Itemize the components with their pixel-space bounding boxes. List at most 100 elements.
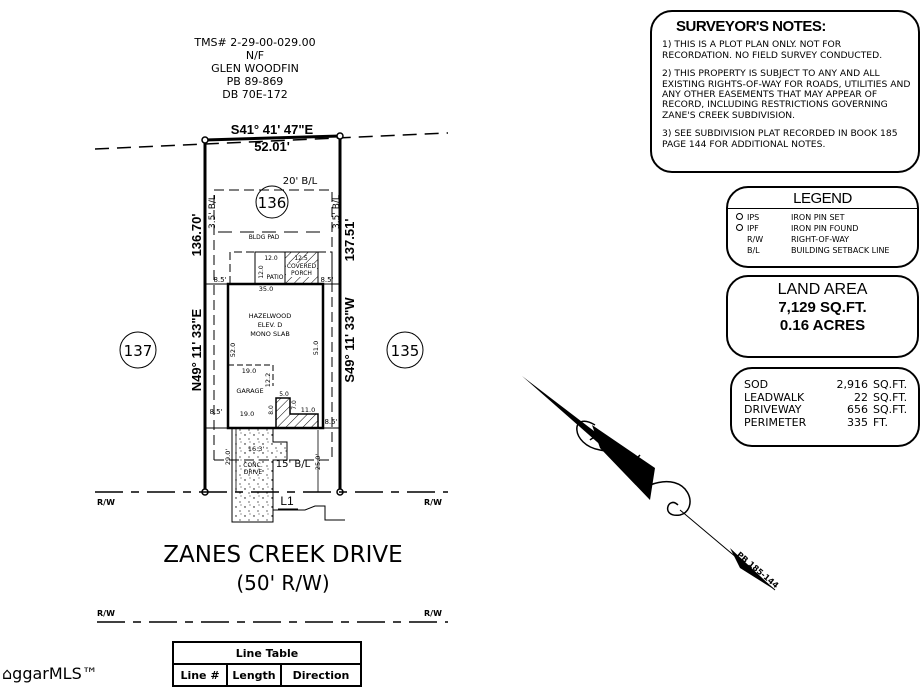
rear-extension-line: [94, 132, 449, 150]
side-offset-upper-left: 8.5': [213, 276, 226, 284]
neighbor-lot-circle: [386, 331, 424, 369]
road-name: ZANES CREEK DRIVE: [163, 542, 402, 568]
neighbor-lot-circle: [119, 331, 157, 369]
line-table: Line Table Line # Length Direction: [172, 641, 362, 687]
house-logo-icon: ⌂: [2, 664, 13, 683]
legend-desc: RIGHT-OF-WAY: [791, 235, 850, 244]
iron-pin-icon: [336, 132, 344, 140]
rear-bearing: S41° 41' 47"E: [231, 122, 314, 137]
watermark-text: ggarMLS™: [12, 664, 98, 683]
north-arrow-scroll: [576, 420, 610, 452]
land-area-box: LAND AREA 7,129 SQ.FT. 0.16 ACRES: [726, 275, 919, 358]
area-unit: FT.: [873, 415, 889, 429]
garage-depth: 12.2: [264, 373, 272, 387]
left-setback-label: 3.5' B/L: [208, 195, 218, 229]
rw-label-right-far: R/W: [424, 609, 442, 618]
rw-label-left: R/W: [97, 498, 115, 507]
line-table-header: Direction: [280, 663, 362, 687]
surveyor-note: 3) SEE SUBDIVISION PLAT RECORDED IN BOOK…: [662, 128, 898, 150]
line-table-title: Line Table: [172, 641, 362, 665]
deed-book: DB 70E-172: [222, 88, 287, 101]
stoop-width: 5.0: [279, 391, 289, 398]
line-l1-label: L1: [280, 494, 294, 508]
setback-lines: [213, 189, 333, 460]
land-area-acres: 0.16 ACRES: [779, 317, 866, 334]
rear-lot-line: [204, 134, 341, 142]
legend-desc: BUILDING SETBACK LINE: [791, 246, 890, 255]
house-offset: 11.0: [301, 406, 315, 414]
house-depth-right: 51.0: [312, 341, 320, 355]
patio-width: 12.0: [264, 255, 278, 262]
iron-pin-found-icon: [736, 224, 743, 231]
plat-reference: PB 185-144: [735, 550, 781, 590]
drive-label-box: CONC. DRIVE: [243, 462, 263, 476]
area-value: 22: [854, 390, 868, 404]
garage-width-bottom: 19.0: [240, 410, 254, 418]
line-table-header: Length: [226, 663, 282, 687]
north-arrow-scroll: [649, 480, 691, 516]
owner-block: TMS# 2-29-00-029.00 N/F GLEN WOODFIN PB …: [193, 36, 315, 101]
left-length: 136.70': [189, 214, 204, 257]
north-arrow-body: [592, 425, 655, 500]
area-row: PERIMETER 335 FT.: [744, 415, 910, 430]
area-label: DRIVEWAY: [744, 403, 802, 416]
north-arrow-scroll: [630, 454, 646, 477]
legend-abbr: IPF: [747, 224, 759, 233]
drive-label: CONC. DRIVE: [243, 462, 263, 476]
land-area-sqft: 7,129 SQ.FT.: [778, 299, 867, 316]
neighbor-lot-left: 137: [124, 342, 153, 360]
iron-pin-set-icon: [736, 213, 743, 220]
area-value: 656: [847, 403, 868, 416]
surveyor-note: 2) THIS PROPERTY IS SUBJECT TO ANY AND A…: [662, 68, 911, 121]
bldg-pad-label: BLDG PAD: [249, 234, 280, 241]
lot-number: 136: [258, 194, 287, 212]
north-arrow-tail-fill: [730, 548, 775, 590]
nf-label: N/F: [246, 49, 264, 62]
legend-abbr: R/W: [747, 235, 764, 244]
concrete-driveway: [231, 427, 288, 523]
surveyor-note: 1) THIS IS A PLOT PLAN ONLY. NOT FOR REC…: [662, 39, 883, 61]
legend-title: LEGEND: [728, 188, 917, 209]
right-setback-label: 3.5' B/L: [332, 195, 342, 229]
side-offset-upper-right: 8.5': [320, 276, 333, 284]
patio-depth: 12.0: [258, 265, 265, 279]
area-value: 335: [847, 415, 868, 429]
patio-label: PATIO: [266, 274, 283, 281]
area-label: LEADWALK: [744, 390, 805, 404]
land-area-title: LAND AREA: [777, 281, 868, 298]
rear-setback-label: 20' B/L: [283, 176, 318, 187]
surveyors-notes-title: SURVEYOR'S NOTES:: [676, 18, 826, 35]
side-offset-lower-left: 8.5': [209, 408, 222, 416]
rw-label-left-far: R/W: [97, 609, 115, 618]
line-table-header: Line #: [172, 663, 228, 687]
rw-label-right: R/W: [424, 498, 442, 507]
legend-item: B/L BUILDING SETBACK LINE: [734, 245, 891, 256]
owner-name: GLEN WOODFIN: [211, 62, 299, 75]
legend-desc: IRON PIN SET: [791, 213, 845, 222]
porch-label-box: COVERED PORCH: [286, 263, 317, 277]
legend-abbr: B/L: [747, 246, 760, 255]
garage-width-top: 19.0: [242, 367, 256, 375]
drive-width: 16.3': [248, 445, 264, 453]
house-width: 35.0: [259, 285, 273, 293]
road-rw-width: (50' R/W): [236, 571, 329, 595]
side-offset-lower-right: 8.5': [324, 418, 337, 426]
neighbor-lot-right: 135: [391, 342, 420, 360]
pad-outline: [229, 251, 333, 284]
porch-width: 12.5: [294, 255, 308, 262]
area-row: LEADWALK 22 SQ.FT.: [744, 390, 910, 405]
area-label: PERIMETER: [744, 415, 807, 429]
drive-setback-left: 29.0': [224, 449, 232, 465]
area-unit: SQ.FT.: [873, 390, 908, 404]
stoop-depth-left: 8.0: [268, 405, 275, 415]
surveyors-notes-box: SURVEYOR'S NOTES: 1) THIS IS A PLOT PLAN…: [650, 10, 920, 173]
porch-label: COVERED PORCH: [286, 263, 317, 277]
house-elevation: ELEV. D: [258, 321, 283, 329]
